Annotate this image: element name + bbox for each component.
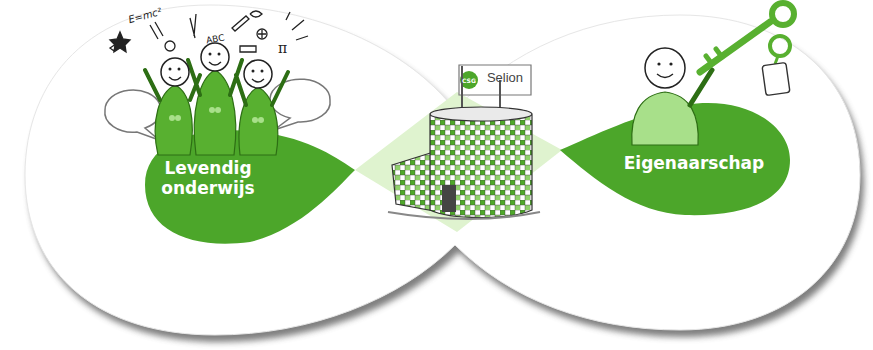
green-drop-right-path — [560, 103, 790, 215]
doodle-pi: π — [278, 40, 287, 56]
infinity-shape — [25, 5, 860, 335]
green-drop-left: Levendig onderwijs — [140, 120, 360, 250]
logo-circle — [460, 71, 478, 89]
flag-text: Selion — [480, 70, 530, 85]
key-figure — [632, 3, 794, 145]
logo-text: CSG — [462, 77, 476, 84]
center-diamond — [355, 92, 562, 232]
school-building — [388, 66, 540, 219]
green-drop-right: Eigenaarschap — [555, 95, 795, 220]
green-drop-left-path — [145, 130, 355, 243]
theme-label: Levendig onderwijs — [152, 158, 264, 198]
theme-label: Eigenaarschap — [603, 153, 785, 173]
speech-bubbles — [105, 79, 330, 140]
three-figures — [145, 43, 288, 155]
school-flag-path — [459, 65, 531, 95]
